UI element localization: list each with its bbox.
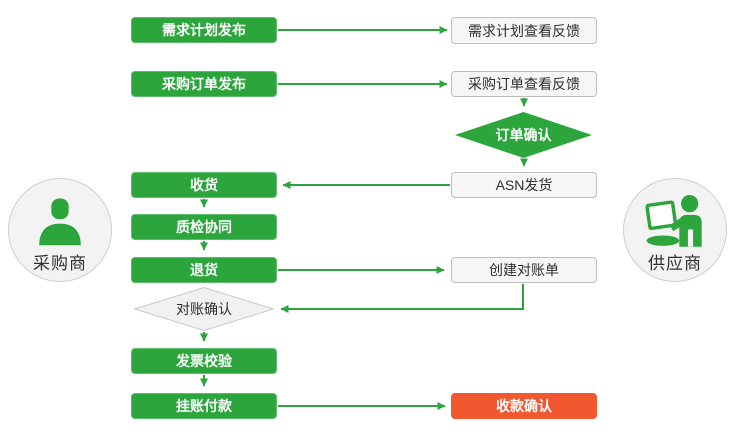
node-demand-plan-publish: 需求计划发布: [131, 17, 277, 43]
node-statement-confirm-label: 对账确认: [176, 301, 232, 317]
diamond-shape: [455, 112, 592, 158]
node-return-goods: 退货: [131, 257, 277, 283]
node-receive: 收货: [131, 172, 277, 198]
actor-buyer: 采购商: [8, 178, 112, 282]
node-statement-confirm: 对账确认: [134, 287, 274, 331]
actor-buyer-label: 采购商: [33, 254, 87, 273]
node-po-feedback: 采购订单查看反馈: [451, 71, 597, 97]
supplier-computer-person-icon: [644, 191, 706, 247]
node-order-confirm: 订单确认: [455, 112, 592, 158]
node-po-publish: 采购订单发布: [131, 71, 277, 97]
actor-supplier-label: 供应商: [648, 254, 702, 273]
node-demand-plan-feedback: 需求计划查看反馈: [451, 17, 597, 44]
node-asn-ship: ASN发货: [451, 172, 597, 198]
diamond-shape: [134, 287, 274, 331]
buyer-person-icon: [34, 191, 86, 247]
connector-statement-to-confirm: [280, 284, 524, 313]
node-create-statement: 创建对账单: [451, 257, 597, 283]
node-book-payment: 挂账付款: [131, 393, 277, 419]
node-invoice-check: 发票校验: [131, 348, 277, 374]
actor-supplier: 供应商: [623, 178, 727, 282]
node-receipt-confirm: 收款确认: [451, 393, 597, 419]
node-order-confirm-label: 订单确认: [495, 127, 552, 143]
node-quality-collab: 质检协同: [131, 214, 277, 240]
